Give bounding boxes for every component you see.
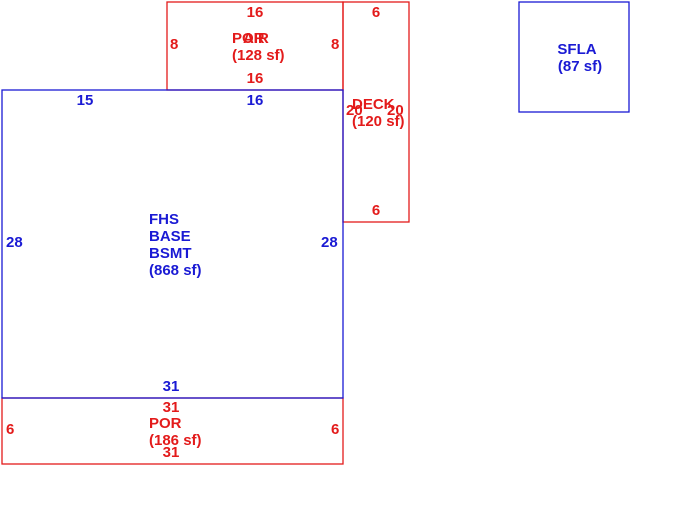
porch-top-dim-bottom: 16: [246, 70, 264, 87]
base-dim-bottom: 31: [162, 378, 180, 395]
porch-top-area: (128 sf): [232, 47, 285, 64]
porch-bottom-dim-top: 31: [162, 399, 180, 416]
porch-top-dim-left: 8: [170, 36, 179, 53]
porch-bottom-area: (186 sf): [149, 432, 202, 449]
base-label-line3: BSMT: [149, 245, 192, 262]
porch-bottom-dim-bottom: 31: [162, 444, 180, 461]
porch-top-name: POR: [232, 30, 265, 47]
deck-area: (120 sf): [352, 113, 405, 130]
porch-top-dim-right: 8: [331, 36, 340, 53]
porch-top-name-overlap: AIR: [243, 30, 269, 47]
base-dim-right: 28: [321, 234, 338, 251]
porch-bottom-dim-right: 6: [331, 421, 340, 438]
deck-dim-top: 6: [371, 4, 381, 21]
base-dim-top-left: 15: [76, 92, 94, 109]
porch-bottom-name: POR: [149, 415, 182, 432]
base-outline: [1, 89, 344, 399]
base-dim-top-right: 16: [246, 92, 264, 109]
deck-dim-left: 20: [346, 102, 363, 119]
porch-bottom-dim-left: 6: [6, 421, 15, 438]
deck-dim-bottom: 6: [371, 202, 381, 219]
base-dim-left: 28: [6, 234, 23, 251]
base-label-line2: BASE: [149, 228, 191, 245]
deck-dim-right: 20: [387, 102, 404, 119]
base-area: (868 sf): [149, 262, 202, 279]
porch-top-dim-top: 16: [246, 4, 264, 21]
deck-name: DECK: [352, 96, 395, 113]
base-label-line1: FHS: [149, 211, 179, 228]
sfla-area: (87 sf): [557, 58, 603, 75]
sfla-name: SFLA: [557, 41, 597, 58]
sfla-outline: [518, 1, 630, 113]
